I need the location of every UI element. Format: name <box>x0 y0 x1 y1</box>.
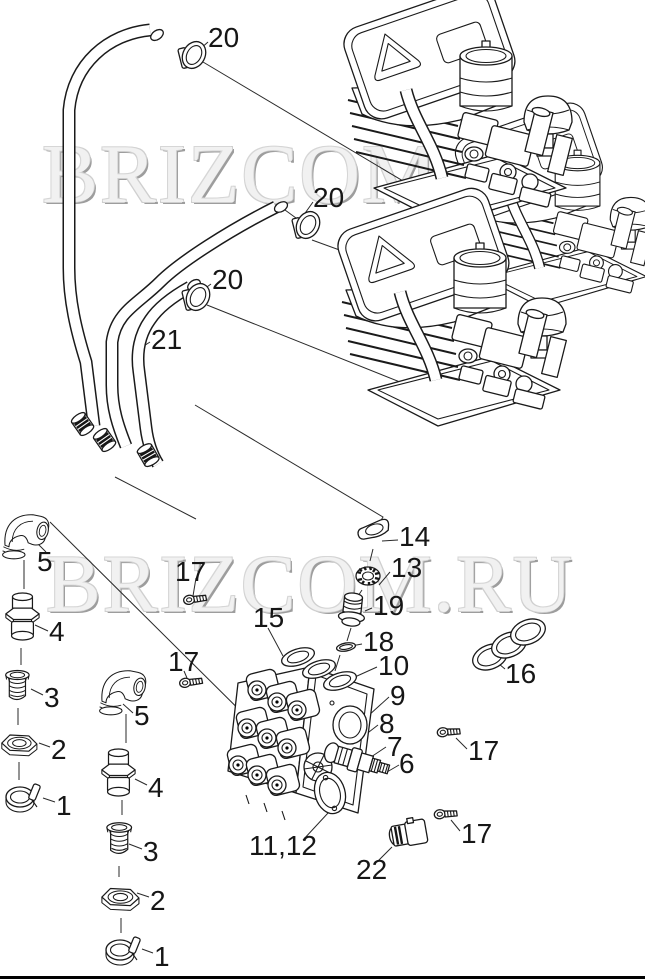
clamp-1 <box>105 935 142 966</box>
sensor-22 <box>388 817 429 847</box>
solenoid-coils <box>226 668 321 797</box>
callout-4-b: 4 <box>148 772 164 803</box>
callout-17-c: 17 <box>468 735 500 766</box>
callout-2-a: 2 <box>51 734 67 765</box>
callout-13: 13 <box>391 552 423 583</box>
o-ring-18 <box>335 642 357 652</box>
callout-9: 9 <box>390 680 406 711</box>
callout-6: 6 <box>399 748 415 779</box>
valve-block <box>226 647 391 821</box>
compressor-unit-rear <box>339 0 572 224</box>
callout-10: 10 <box>378 650 410 681</box>
hose-assembly <box>62 23 289 470</box>
callout-1-b: 1 <box>154 941 170 972</box>
callout-19: 19 <box>373 590 405 621</box>
threaded-fitting-3 <box>106 822 133 855</box>
callout-17-d: 17 <box>461 818 493 849</box>
callout-15: 15 <box>253 602 285 633</box>
threaded-fitting-19 <box>337 592 366 627</box>
callout-17-a: 17 <box>175 556 207 587</box>
callout-20-b: 20 <box>313 182 345 213</box>
knurled-ring-13 <box>355 566 381 586</box>
top-ports <box>280 647 358 691</box>
callout-3-b: 3 <box>143 836 159 867</box>
watermark-middle: BRIZCOM.RU <box>46 538 575 629</box>
callout-14: 14 <box>399 521 431 552</box>
callout-20-c: 20 <box>212 264 244 295</box>
callout-5-a: 5 <box>37 546 53 577</box>
valve-stack-6-7-8 <box>323 742 391 775</box>
callout-20-a: 20 <box>208 22 240 53</box>
mount-flange-11-12 <box>313 771 347 815</box>
nut-2 <box>101 887 140 911</box>
callout-21: 21 <box>151 324 183 355</box>
threaded-fitting-3 <box>5 669 30 701</box>
hose-clamp-20 <box>177 36 211 74</box>
callout-2-b: 2 <box>150 885 166 916</box>
screw-17 <box>182 591 208 607</box>
union-fitting-4 <box>101 748 136 797</box>
callout-16: 16 <box>505 658 537 689</box>
callout-17-b: 17 <box>168 646 200 677</box>
page-bottom-border <box>0 976 645 979</box>
nut-2 <box>1 734 38 757</box>
screw-17 <box>433 806 458 821</box>
union-fitting-4 <box>5 592 40 641</box>
port-ring-9 <box>332 705 368 745</box>
callout-5-b: 5 <box>134 700 150 731</box>
callout-4-a: 4 <box>49 616 65 647</box>
screw-17 <box>436 724 461 739</box>
callout-22: 22 <box>356 854 388 885</box>
callout-1-a: 1 <box>56 790 72 821</box>
callout-8: 8 <box>379 708 395 739</box>
callout-3-a: 3 <box>44 682 60 713</box>
callout-18: 18 <box>363 626 395 657</box>
callout-7: 7 <box>387 731 403 762</box>
pipe-clamp-14 <box>357 518 390 540</box>
callout-11-12: 11,12 <box>249 830 317 861</box>
clamp-1 <box>5 782 42 813</box>
